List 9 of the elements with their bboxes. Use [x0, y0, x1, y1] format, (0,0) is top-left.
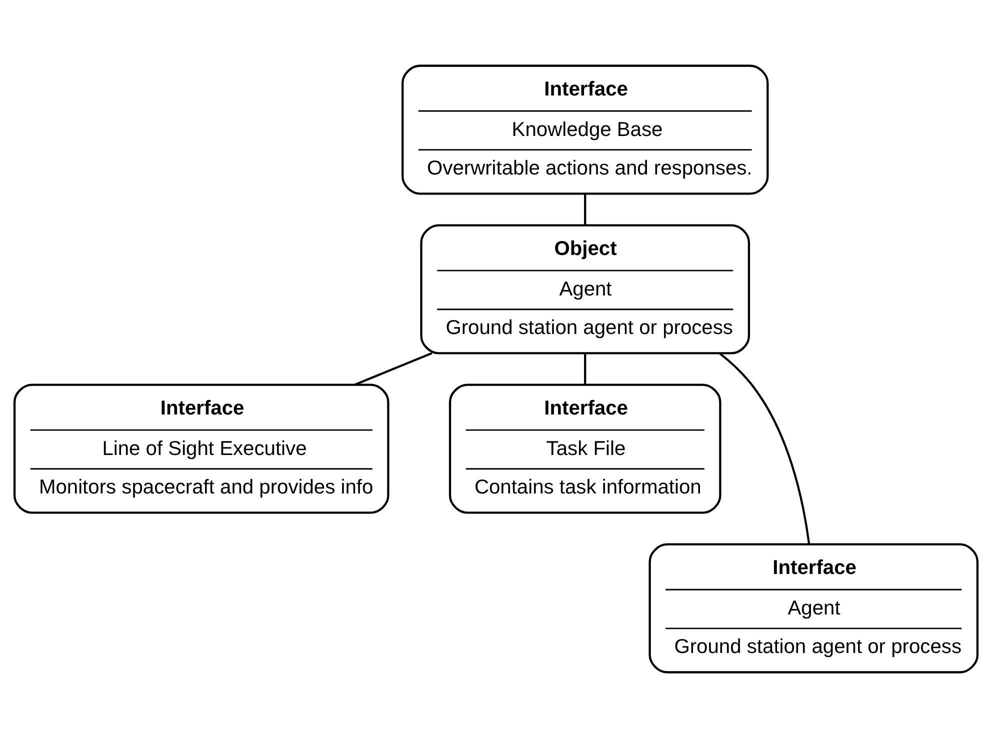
- connector: [719, 352, 810, 544]
- node-box: Interface Agent Ground station agent or process: [648, 543, 979, 674]
- node-box: Interface Line of Sight Executive Monitors spacecraft and provides info: [13, 384, 390, 514]
- connector: [584, 194, 586, 225]
- node-box: Object Agent Ground station agent or process: [420, 224, 750, 354]
- connector: [584, 354, 586, 384]
- node-box: Interface Knowledge Base Overwritable actions and responses.: [402, 64, 769, 195]
- node-box: Interface Task File Contains task information: [448, 384, 722, 514]
- connector: [354, 352, 432, 386]
